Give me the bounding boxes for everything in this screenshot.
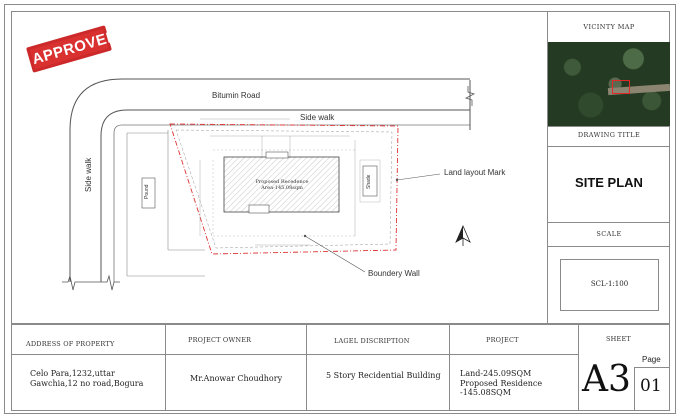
residence-label: Proposed Recedence Area-145.08sqm	[244, 179, 320, 191]
owner-value: Mr.Anowar Choudhory	[190, 374, 283, 383]
sheet-label: SHEET	[606, 335, 631, 343]
road-edge-outer	[69, 78, 470, 282]
side-panel	[547, 11, 670, 324]
address-line2: Gawchia,12 no road,Bogura	[30, 379, 144, 388]
land-layout-label: Land layout Mark	[444, 168, 506, 177]
site-plan-drawing	[62, 78, 476, 291]
residence-label-line1: Proposed Recedence	[255, 179, 309, 185]
land-boundary	[169, 123, 399, 255]
shade-label: Shade	[366, 174, 372, 189]
address-line1: Celo Para,1232,uttar	[30, 369, 115, 378]
project-line2: Proposed Residence	[460, 378, 543, 388]
shade-area	[362, 165, 378, 197]
owner-label: PROJECT OWNER	[188, 336, 252, 344]
project-line3: -145.08SQM	[460, 388, 511, 397]
address-value: Celo Para,1232,uttar Gawchia,12 no road,…	[30, 369, 143, 389]
proposed-residence	[223, 156, 340, 213]
vicinity-map-image	[548, 42, 671, 126]
north-arrow-icon	[455, 225, 471, 246]
sheet-size: A3	[582, 359, 631, 400]
pound-label: Pound	[144, 184, 150, 199]
project-value: Land-245.09SQM Proposed Residence -145.0…	[460, 369, 542, 398]
drawing-title-label: DRAWING TITLE	[577, 131, 641, 139]
sidewalk-top-label: Side walk	[300, 113, 335, 122]
address-label: ADDRESS OF PROPERTY	[26, 340, 115, 348]
project-line1: Land-245.09SQM	[460, 369, 532, 378]
pound-area	[141, 177, 156, 209]
page-number: 01	[640, 376, 662, 396]
scale-label: SCALE	[596, 230, 622, 238]
project-label: PROJECT	[486, 336, 519, 344]
outer-border	[4, 4, 676, 414]
legal-value: 5 Story Recidential Building	[326, 371, 441, 380]
sidewalk-left-label: Side walk	[84, 157, 93, 192]
drawing-title: SITE PLAN	[575, 175, 643, 190]
road-label: Bitumin Road	[212, 91, 261, 100]
vicinity-site-marker	[612, 80, 630, 94]
scale-box	[560, 259, 659, 311]
sidewalk-edge	[113, 124, 470, 282]
road-edge-inner	[100, 109, 470, 282]
scale-value: SCL-1:100	[590, 280, 629, 288]
boundary-wall-label: Boundery Wall	[368, 269, 420, 278]
vicinity-map-label: VICINTY MAP	[583, 23, 635, 31]
legal-label: LAGEL DISCRIPTION	[334, 337, 410, 345]
residence-label-line2: Area-145.08sqm	[261, 185, 303, 191]
page-label: Page	[642, 355, 661, 364]
